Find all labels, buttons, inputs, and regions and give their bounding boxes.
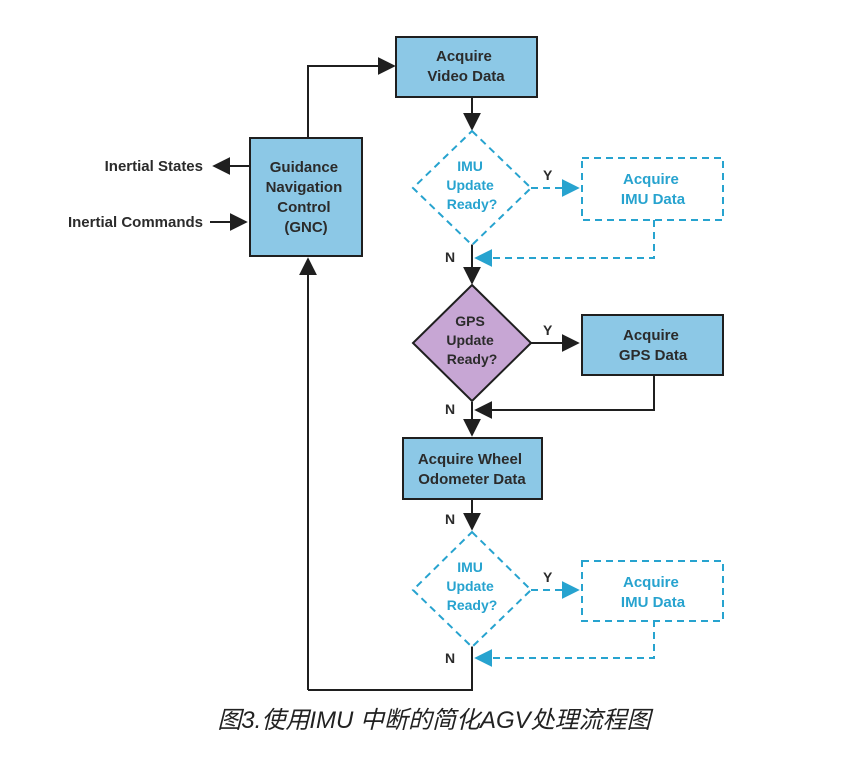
- svg-text:IMU Update Ready?: IMU Update Ready?: [446, 158, 497, 212]
- imu-decision-2-line2: Update: [446, 578, 494, 594]
- svg-text:IMU Update Ready?: IMU Update Ready?: [446, 559, 497, 613]
- acquire-imu-box-1: [581, 157, 724, 221]
- gnc-label-line3: Control: [277, 199, 330, 216]
- label-y-imu2: Y: [543, 569, 553, 585]
- acquire-video-line1: Acquire: [436, 48, 492, 65]
- gnc-label-line1: Guidance: [270, 159, 338, 176]
- edge-imu2-down: [308, 645, 473, 691]
- edge-gps-data-return: [474, 375, 655, 419]
- acquire-gps-box: [581, 314, 724, 376]
- acquire-imu-1-line2: IMU Data: [621, 191, 686, 208]
- acquire-wheel-line1: Acquire Wheel: [418, 451, 522, 468]
- imu-decision-1: [411, 129, 533, 247]
- solid-connectors: [210, 57, 655, 691]
- acquire-wheel-box: [402, 437, 543, 500]
- dashed-connectors: [474, 179, 655, 667]
- edge-imu2-data-return: [474, 620, 655, 667]
- imu-decision-2-line3: Ready?: [447, 597, 498, 613]
- imu-decision-1-line2: Update: [446, 177, 494, 193]
- imu-decision-1-line3: Ready?: [447, 196, 498, 212]
- label-y-imu1: Y: [543, 167, 553, 183]
- inertial-states-label: Inertial States: [105, 158, 203, 175]
- gnc-box: [249, 137, 363, 257]
- label-n-gps: N: [445, 401, 455, 417]
- imu-decision-2: [411, 530, 533, 649]
- acquire-video-box: [395, 36, 538, 98]
- svg-text:Acquire GPS Data: Acquire GPS Data: [619, 327, 688, 364]
- imu-decision-1-line1: IMU: [457, 158, 483, 174]
- edge-imu1-data-return: [474, 220, 655, 267]
- imu-decision-2-line1: IMU: [457, 559, 483, 575]
- label-n-wheel: N: [445, 511, 455, 527]
- label-n-imu1: N: [445, 249, 455, 265]
- gnc-label-line2: Navigation: [266, 179, 343, 196]
- acquire-imu-2-line2: IMU Data: [621, 594, 686, 611]
- acquire-gps-line2: GPS Data: [619, 347, 688, 364]
- label-n-imu2: N: [445, 650, 455, 666]
- svg-text:Acquire Video Data: Acquire Video Data: [427, 48, 505, 85]
- svg-text:Guidance Navigation Co: Guidance Navigation Control (GNC): [266, 159, 347, 236]
- gps-decision-line1: GPS: [455, 313, 485, 329]
- acquire-imu-1-line1: Acquire: [623, 171, 679, 188]
- figure-caption: 图3.使用IMU 中断的简化AGV处理流程图: [217, 707, 651, 734]
- inertial-commands-label: Inertial Commands: [68, 214, 203, 231]
- edge-gnc-to-video: [307, 57, 396, 138]
- svg-text:Acquire Wheel Odometer Dat: Acquire Wheel Odometer Data: [418, 451, 527, 488]
- svg-text:Acquire IMU Data: Acquire IMU Data: [621, 574, 686, 611]
- label-y-gps: Y: [543, 322, 553, 338]
- flowchart: Guidance Navigation Control (GNC) Acquir…: [68, 36, 724, 691]
- gps-decision-line2: Update: [446, 332, 494, 348]
- acquire-imu-2-line1: Acquire: [623, 574, 679, 591]
- gps-decision: [411, 283, 533, 403]
- gps-decision-line3: Ready?: [447, 351, 498, 367]
- svg-text:GPS Update Ready?: GPS Update Ready?: [446, 313, 497, 367]
- gnc-label-line4: (GNC): [284, 219, 327, 236]
- svg-text:Acquire IMU Data: Acquire IMU Data: [621, 171, 686, 208]
- acquire-gps-line1: Acquire: [623, 327, 679, 344]
- acquire-video-line2: Video Data: [427, 68, 505, 85]
- acquire-imu-box-2: [581, 560, 724, 622]
- acquire-wheel-line2: Odometer Data: [418, 471, 526, 488]
